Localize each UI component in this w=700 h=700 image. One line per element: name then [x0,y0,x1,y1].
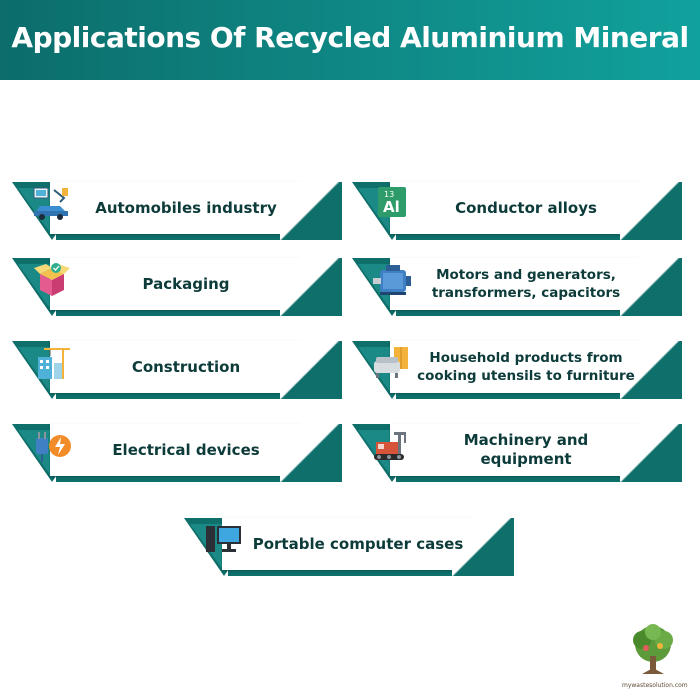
card-underline [56,393,300,399]
card-body [390,424,640,476]
card-motors-generators: Motors and generators, transformers, cap… [352,258,682,316]
card-underline [396,310,640,316]
card-conductor-alloys: 13 Al Conductor alloys [352,182,682,240]
card-right-accent [620,182,682,240]
svg-text:Al: Al [383,198,400,216]
card-packaging: Packaging [12,258,342,316]
card-right-accent [452,518,514,576]
card-underline [56,476,300,482]
card-label: Conductor alloys [455,198,597,217]
computer-icon [202,522,246,560]
card-label: Household products from cooking utensils… [417,350,635,384]
card-right-accent [620,424,682,482]
svg-text:13: 13 [384,190,394,199]
card-body [222,518,472,570]
plug-bolt-icon [30,428,74,466]
card-right-accent [280,258,342,316]
card-underline [396,476,640,482]
furniture-icon [370,345,414,383]
card-underline [228,570,472,576]
card-right-accent [620,258,682,316]
card-label: Automobiles industry [95,198,277,217]
motor-icon [370,262,414,300]
card-body [390,182,640,234]
box-icon [30,262,74,300]
card-body [50,341,300,393]
page-title: Applications Of Recycled Aluminium Miner… [11,21,689,54]
card-household-products: Household products from cooking utensils… [352,341,682,399]
site-logo: mywastesolution.com [622,622,688,692]
card-body [50,182,300,234]
card-underline [56,310,300,316]
card-body [390,341,640,393]
car-factory-icon [30,186,74,224]
card-machinery-equipment: Machinery and equipment [352,424,682,482]
card-label: Motors and generators, transformers, cap… [431,267,621,301]
card-underline [56,234,300,240]
card-construction: Construction [12,341,342,399]
card-body [50,258,300,310]
card-body [390,258,640,310]
card-right-accent [280,182,342,240]
card-body [50,424,300,476]
aluminium-element-icon: 13 Al [370,186,414,224]
card-right-accent [620,341,682,399]
card-right-accent [280,341,342,399]
card-label: Machinery and equipment [463,431,589,468]
card-electrical-devices: Electrical devices [12,424,342,482]
card-underline [396,234,640,240]
card-right-accent [280,424,342,482]
card-label: Electrical devices [112,440,260,459]
card-automobiles-industry: Automobiles industry [12,182,342,240]
header-banner: Applications Of Recycled Aluminium Miner… [0,0,700,80]
machinery-icon [370,428,414,466]
card-portable-computer-cases: Portable computer cases [184,518,514,576]
tree-logo-icon [633,624,673,674]
card-underline [396,393,640,399]
logo-text: mywastesolution.com [622,682,688,689]
card-label: Portable computer cases [252,534,464,553]
card-label: Construction [131,357,241,376]
card-label: Packaging [142,274,230,293]
building-crane-icon [30,345,74,383]
